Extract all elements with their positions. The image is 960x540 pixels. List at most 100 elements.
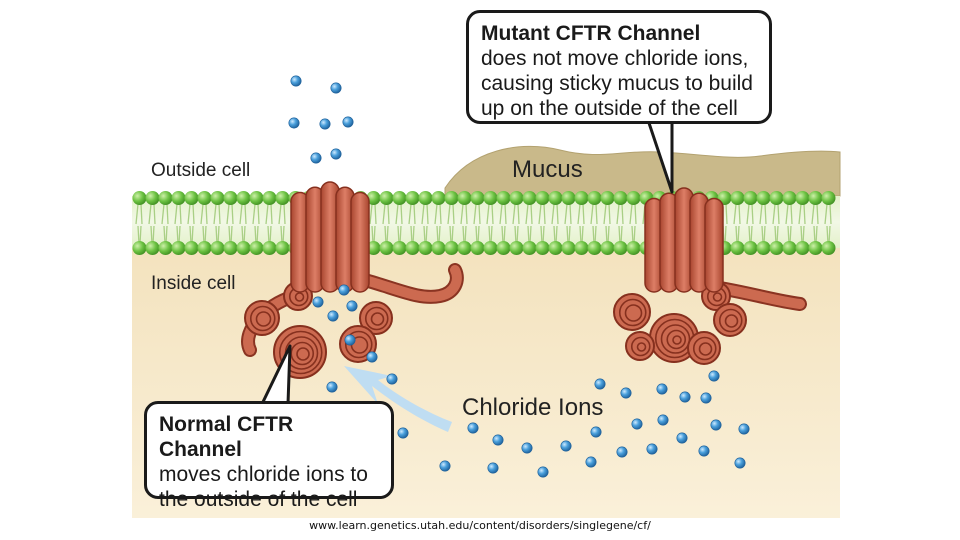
lipid-head (236, 191, 251, 205)
lipid-head (522, 191, 537, 205)
chloride-ion (386, 373, 398, 385)
lipid-head (821, 241, 836, 255)
chloride-ion (492, 434, 504, 446)
lipid-head (535, 191, 550, 205)
chloride-ion (700, 392, 712, 404)
lipid-head (418, 191, 433, 205)
lipid-head (821, 191, 836, 205)
cell-membrane (132, 191, 840, 255)
lipid-head (613, 241, 628, 255)
lipid-head (795, 191, 810, 205)
chloride-ion (397, 427, 409, 439)
protein-helix (350, 191, 370, 293)
chloride-ion (537, 466, 549, 478)
lipid-head (262, 191, 277, 205)
lipid-head (509, 191, 524, 205)
lipid-head (405, 191, 420, 205)
lipid-head (405, 241, 420, 255)
mutant-callout-line: up on the outside of the cell (481, 97, 738, 120)
lipid-head (171, 191, 186, 205)
chloride-ion (620, 387, 632, 399)
chloride-ion (310, 152, 322, 164)
chloride-ion (312, 296, 324, 308)
lipid-head (262, 241, 277, 255)
lipid-head (275, 241, 290, 255)
lipid-head (249, 191, 264, 205)
chloride-ion (679, 391, 691, 403)
chloride-ion (288, 117, 300, 129)
mutant-cftr-channel (613, 187, 807, 365)
lipid-head (210, 241, 225, 255)
chloride-ion (342, 116, 354, 128)
lipid-head (756, 241, 771, 255)
lipid-head (626, 191, 641, 205)
mutant-callout-line: causing sticky mucus to build (481, 72, 753, 95)
chloride-ion (467, 422, 479, 434)
chloride-ion (327, 310, 339, 322)
chloride-ion (738, 423, 750, 435)
chloride-ion (710, 419, 722, 431)
lipid-head (210, 191, 225, 205)
normal-callout-line: the outside of the cell (159, 488, 358, 511)
chloride-ion (631, 418, 643, 430)
lipid-head (626, 241, 641, 255)
chloride-ion (656, 383, 668, 395)
lipid-head (587, 241, 602, 255)
lipid-head (769, 191, 784, 205)
chloride-ion (734, 457, 746, 469)
chloride-ion (585, 456, 597, 468)
lipid-head (223, 241, 238, 255)
lipid-head (145, 191, 160, 205)
lipid-head (470, 241, 485, 255)
lipid-head (548, 241, 563, 255)
chloride-ion (439, 460, 451, 472)
lipid-head (431, 241, 446, 255)
lipid-head (457, 191, 472, 205)
lipid-head (496, 191, 511, 205)
mutant-callout-line: does not move chloride ions, (481, 47, 749, 70)
chloride-ion (330, 148, 342, 160)
lipid-head (600, 241, 615, 255)
mutant-callout-title: Mutant CFTR Channel (481, 22, 701, 45)
lipid-head (795, 241, 810, 255)
lipid-head (782, 191, 797, 205)
normal-callout-title: Normal CFTR Channel (159, 413, 294, 461)
chloride-ion (590, 426, 602, 438)
chloride-ion (616, 446, 628, 458)
lipid-head (587, 191, 602, 205)
lipid-head (730, 191, 745, 205)
source-credit: www.learn.genetics.utah.edu/content/diso… (309, 519, 651, 532)
lipid-head (392, 191, 407, 205)
outside-cell-label: Outside cell (151, 160, 251, 181)
lipid-head (483, 241, 498, 255)
lipid-head (561, 191, 576, 205)
chloride-ion (487, 462, 499, 474)
lipid-head (470, 191, 485, 205)
lipid-head (197, 241, 212, 255)
lipid-head (444, 191, 459, 205)
lipid-head (249, 241, 264, 255)
lipid-head (561, 241, 576, 255)
chloride-ions-label: Chloride Ions (462, 394, 604, 421)
inside-cell-label: Inside cell (151, 273, 236, 294)
lipid-head (275, 191, 290, 205)
chloride-ion (346, 300, 358, 312)
chloride-ion (698, 445, 710, 457)
lipid-head (418, 241, 433, 255)
chloride-ion (319, 118, 331, 130)
lipid-head (548, 191, 563, 205)
lipid-head (236, 241, 251, 255)
lipid-head (730, 241, 745, 255)
chloride-ion (708, 370, 720, 382)
lipid-head (379, 191, 394, 205)
lipid-head (184, 191, 199, 205)
lipid-head (431, 191, 446, 205)
chloride-ion (344, 334, 356, 346)
lipid-head (158, 241, 173, 255)
lipid-head (392, 241, 407, 255)
lipid-head (509, 241, 524, 255)
lipid-head (132, 241, 147, 255)
chloride-ion (330, 82, 342, 94)
lipid-head (366, 191, 381, 205)
normal-cftr-channel (241, 181, 464, 379)
